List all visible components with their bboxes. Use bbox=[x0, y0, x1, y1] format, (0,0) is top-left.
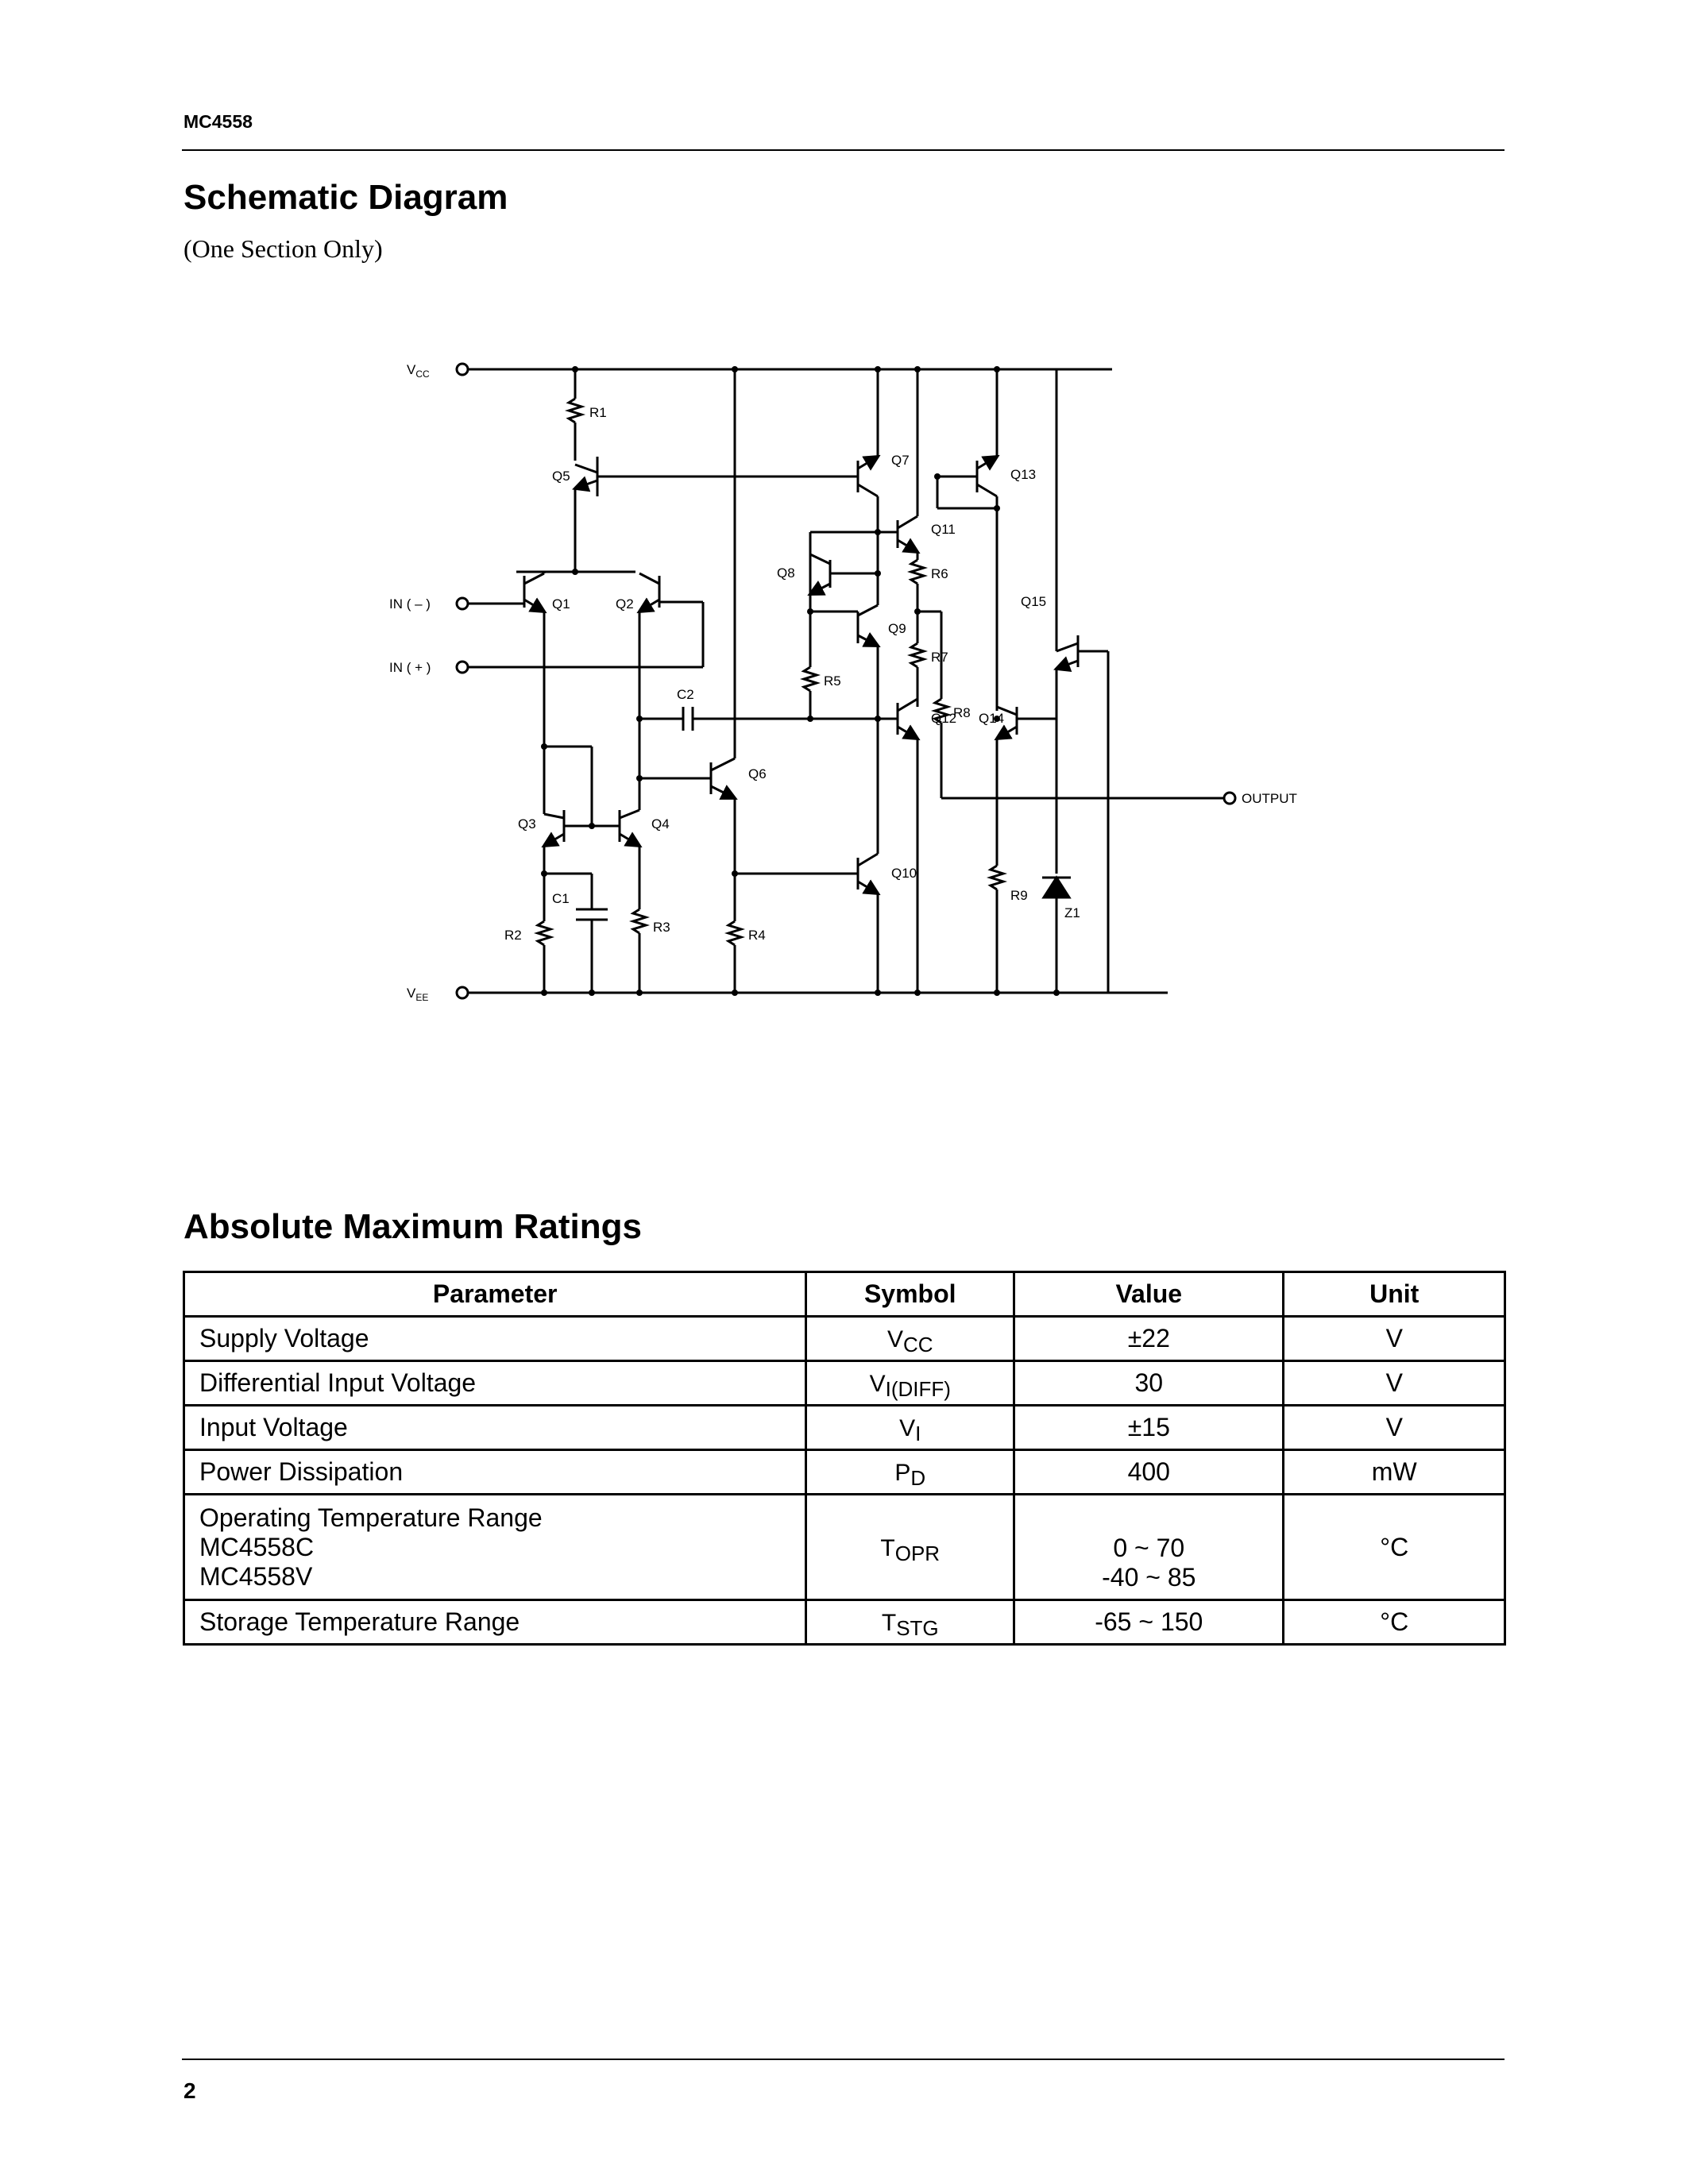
footer-rule bbox=[182, 2059, 1505, 2060]
cell-unit: °C bbox=[1282, 1493, 1506, 1601]
header-rule bbox=[182, 149, 1505, 151]
cell-symbol: VCC bbox=[805, 1315, 1016, 1362]
table-header-row: Parameter Symbol Value Unit bbox=[182, 1271, 1506, 1318]
cell-symbol: VI(DIFF) bbox=[805, 1360, 1016, 1406]
cell-unit: mW bbox=[1282, 1449, 1506, 1495]
cell-parameter: Supply Voltage bbox=[182, 1315, 808, 1362]
output-terminal bbox=[1223, 791, 1237, 805]
cell-value: 400 bbox=[1013, 1449, 1285, 1495]
cell-parameter: Power Dissipation bbox=[182, 1449, 808, 1495]
label-in-minus: IN ( – ) bbox=[389, 596, 431, 612]
label-q2: Q2 bbox=[616, 596, 634, 612]
table-row: Operating Temperature Range MC4558C MC45… bbox=[182, 1493, 1506, 1601]
cell-parameter: Operating Temperature Range MC4558C MC45… bbox=[182, 1493, 808, 1601]
header-part-number: MC4558 bbox=[183, 111, 253, 132]
cell-value: -65 ~ 150 bbox=[1013, 1599, 1285, 1646]
cell-parameter: Differential Input Voltage bbox=[182, 1360, 808, 1406]
header-symbol: Symbol bbox=[805, 1271, 1016, 1318]
cell-value: 30 bbox=[1013, 1360, 1285, 1406]
label-r9: R9 bbox=[1010, 888, 1028, 903]
header-parameter: Parameter bbox=[182, 1271, 808, 1318]
label-q9: Q9 bbox=[888, 621, 906, 636]
label-output: OUTPUT bbox=[1242, 791, 1297, 806]
cell-symbol: PD bbox=[805, 1449, 1016, 1495]
cell-unit: V bbox=[1282, 1360, 1506, 1406]
in-minus-terminal bbox=[455, 596, 469, 611]
label-r5: R5 bbox=[824, 673, 841, 689]
label-r2: R2 bbox=[504, 928, 522, 943]
label-q11: Q11 bbox=[931, 522, 956, 537]
label-q13: Q13 bbox=[1010, 467, 1036, 482]
label-z1: Z1 bbox=[1064, 905, 1080, 920]
label-r3: R3 bbox=[653, 920, 670, 935]
schematic-diagram: VCC VEE IN ( – ) IN ( + ) OUTPUT R1 R2 R… bbox=[389, 362, 1297, 1003]
label-r8: R8 bbox=[953, 705, 971, 720]
label-r1: R1 bbox=[589, 405, 607, 420]
table-row: Supply Voltage VCC ±22 V bbox=[182, 1315, 1506, 1362]
label-q15: Q15 bbox=[1021, 594, 1046, 609]
label-c2: C2 bbox=[677, 687, 694, 702]
page-number: 2 bbox=[183, 2078, 196, 2103]
ratings-table: Parameter Symbol Value Unit Supply Volta… bbox=[182, 1271, 1506, 1646]
label-q10: Q10 bbox=[891, 866, 917, 881]
table-row: Power Dissipation PD 400 mW bbox=[182, 1449, 1506, 1495]
label-q8: Q8 bbox=[777, 565, 795, 581]
cell-value: 0 ~ 70 -40 ~ 85 bbox=[1013, 1493, 1285, 1601]
label-c1: C1 bbox=[552, 891, 570, 906]
cell-unit: °C bbox=[1282, 1599, 1506, 1646]
cell-symbol: TSTG bbox=[805, 1599, 1016, 1646]
in-plus-terminal bbox=[455, 660, 469, 674]
table-row: Storage Temperature Range TSTG -65 ~ 150… bbox=[182, 1599, 1506, 1646]
label-q7: Q7 bbox=[891, 453, 910, 468]
cell-unit: V bbox=[1282, 1404, 1506, 1451]
label-q12: Q12 bbox=[931, 711, 956, 726]
label-q3: Q3 bbox=[518, 816, 536, 832]
cell-symbol: VI bbox=[805, 1404, 1016, 1451]
cell-symbol: TOPR bbox=[805, 1493, 1016, 1601]
table-row: Differential Input Voltage VI(DIFF) 30 V bbox=[182, 1360, 1506, 1406]
label-q4: Q4 bbox=[651, 816, 670, 832]
cell-parameter: Storage Temperature Range bbox=[182, 1599, 808, 1646]
label-q1: Q1 bbox=[552, 596, 570, 612]
table-row: Input Voltage VI ±15 V bbox=[182, 1404, 1506, 1451]
schematic-subtitle: (One Section Only) bbox=[183, 234, 383, 263]
cell-parameter: Input Voltage bbox=[182, 1404, 808, 1451]
vee-terminal bbox=[455, 986, 469, 1000]
cell-unit: V bbox=[1282, 1315, 1506, 1362]
label-vcc: VCC bbox=[407, 362, 430, 380]
label-q6: Q6 bbox=[748, 766, 767, 781]
cell-value: ±22 bbox=[1013, 1315, 1285, 1362]
header-value: Value bbox=[1013, 1271, 1285, 1318]
schematic-title: Schematic Diagram bbox=[183, 178, 508, 217]
label-r6: R6 bbox=[931, 566, 948, 581]
header-unit: Unit bbox=[1282, 1271, 1506, 1318]
cell-value: ±15 bbox=[1013, 1404, 1285, 1451]
label-q5: Q5 bbox=[552, 469, 570, 484]
label-r4: R4 bbox=[748, 928, 766, 943]
label-r7: R7 bbox=[931, 650, 948, 665]
label-in-plus: IN ( + ) bbox=[389, 660, 431, 675]
label-vee: VEE bbox=[407, 986, 428, 1003]
label-q14: Q14 bbox=[979, 711, 1004, 726]
vcc-terminal bbox=[455, 362, 469, 376]
ratings-title: Absolute Maximum Ratings bbox=[183, 1207, 642, 1246]
